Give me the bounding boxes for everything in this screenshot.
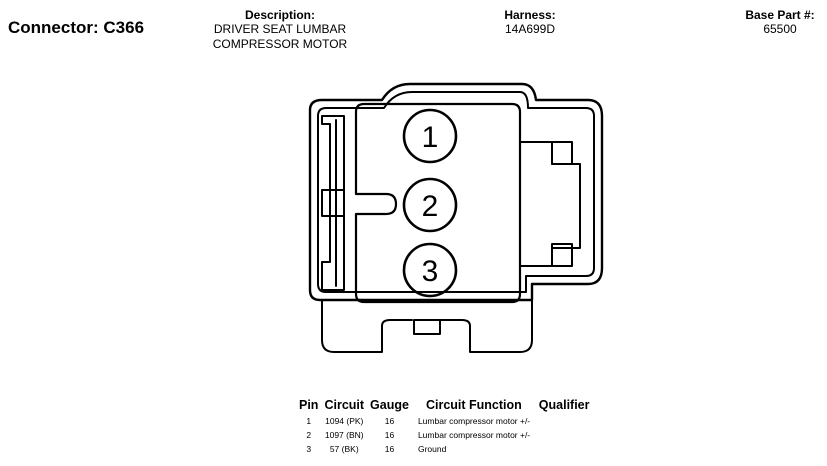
base-part-value: 65500 <box>763 22 797 36</box>
row-pin: 1 <box>306 416 312 426</box>
harness-value: 14A699D <box>504 22 556 36</box>
row-circuit: 1094 (PK) <box>325 416 364 426</box>
row-pin: 2 <box>306 430 312 440</box>
row-gauge: 16 <box>384 416 395 426</box>
harness-label: Harness: <box>504 8 556 22</box>
description-block: Description: DRIVER SEAT LUMBAR COMPRESS… <box>190 8 370 52</box>
col-circuit-function: Circuit Function <box>425 398 522 412</box>
pin-table: Pin Circuit Gauge Circuit Function Quali… <box>296 396 593 456</box>
pin-1-circle <box>402 108 458 164</box>
housing-outline <box>308 82 604 302</box>
left-latch <box>321 115 345 291</box>
row-qualifier <box>536 428 593 442</box>
table-row: 1 1094 (PK) 16 Lumbar compressor motor +… <box>296 414 593 428</box>
table-row: 2 1097 (BN) 16 Lumbar compressor motor +… <box>296 428 593 442</box>
description-line-1: DRIVER SEAT LUMBAR <box>213 22 347 36</box>
row-circuit: 57 (BK) <box>329 444 359 454</box>
row-circuit: 1097 (BN) <box>324 430 364 440</box>
description-line-2: COMPRESSOR MOTOR <box>212 37 348 51</box>
connector-title: Connector: C366 <box>8 18 145 37</box>
pin-3-label: 3 <box>422 255 439 288</box>
row-function: Lumbar compressor motor +/- <box>417 416 531 426</box>
right-key-bottom-tab <box>551 243 573 267</box>
row-gauge: 16 <box>384 430 395 440</box>
col-circuit: Circuit <box>324 398 365 412</box>
row-function: Ground <box>417 444 447 454</box>
description-label: Description: <box>244 8 315 22</box>
bottom-right-foot <box>439 299 533 353</box>
connector-diagram: 1 2 3 <box>308 82 604 353</box>
bottom-left-foot <box>321 299 413 353</box>
col-qualifier: Qualifier <box>538 398 590 412</box>
pin-2-label: 2 <box>422 190 439 223</box>
pin-1-label: 1 <box>422 121 439 154</box>
row-qualifier <box>536 414 593 428</box>
col-gauge: Gauge <box>370 398 409 412</box>
table-header-row: Pin Circuit Gauge Circuit Function Quali… <box>296 396 593 414</box>
pin-cavity <box>354 102 522 304</box>
pin-2-circle <box>402 177 458 233</box>
right-key-top-tab <box>551 141 573 165</box>
housing-inner-outline <box>317 91 595 293</box>
bottom-center-tab <box>413 319 441 335</box>
left-tab <box>321 189 345 217</box>
row-gauge: 16 <box>384 444 395 454</box>
row-function: Lumbar compressor motor +/- <box>417 430 531 440</box>
base-part-block: Base Part #: 65500 <box>730 8 827 37</box>
table-row: 3 57 (BK) 16 Ground <box>296 442 593 456</box>
harness-block: Harness: 14A699D <box>470 8 590 37</box>
row-qualifier <box>536 442 593 456</box>
base-part-label: Base Part #: <box>745 8 815 22</box>
col-pin: Pin <box>299 398 319 412</box>
row-pin: 3 <box>306 444 312 454</box>
pin-3-circle <box>402 242 458 298</box>
